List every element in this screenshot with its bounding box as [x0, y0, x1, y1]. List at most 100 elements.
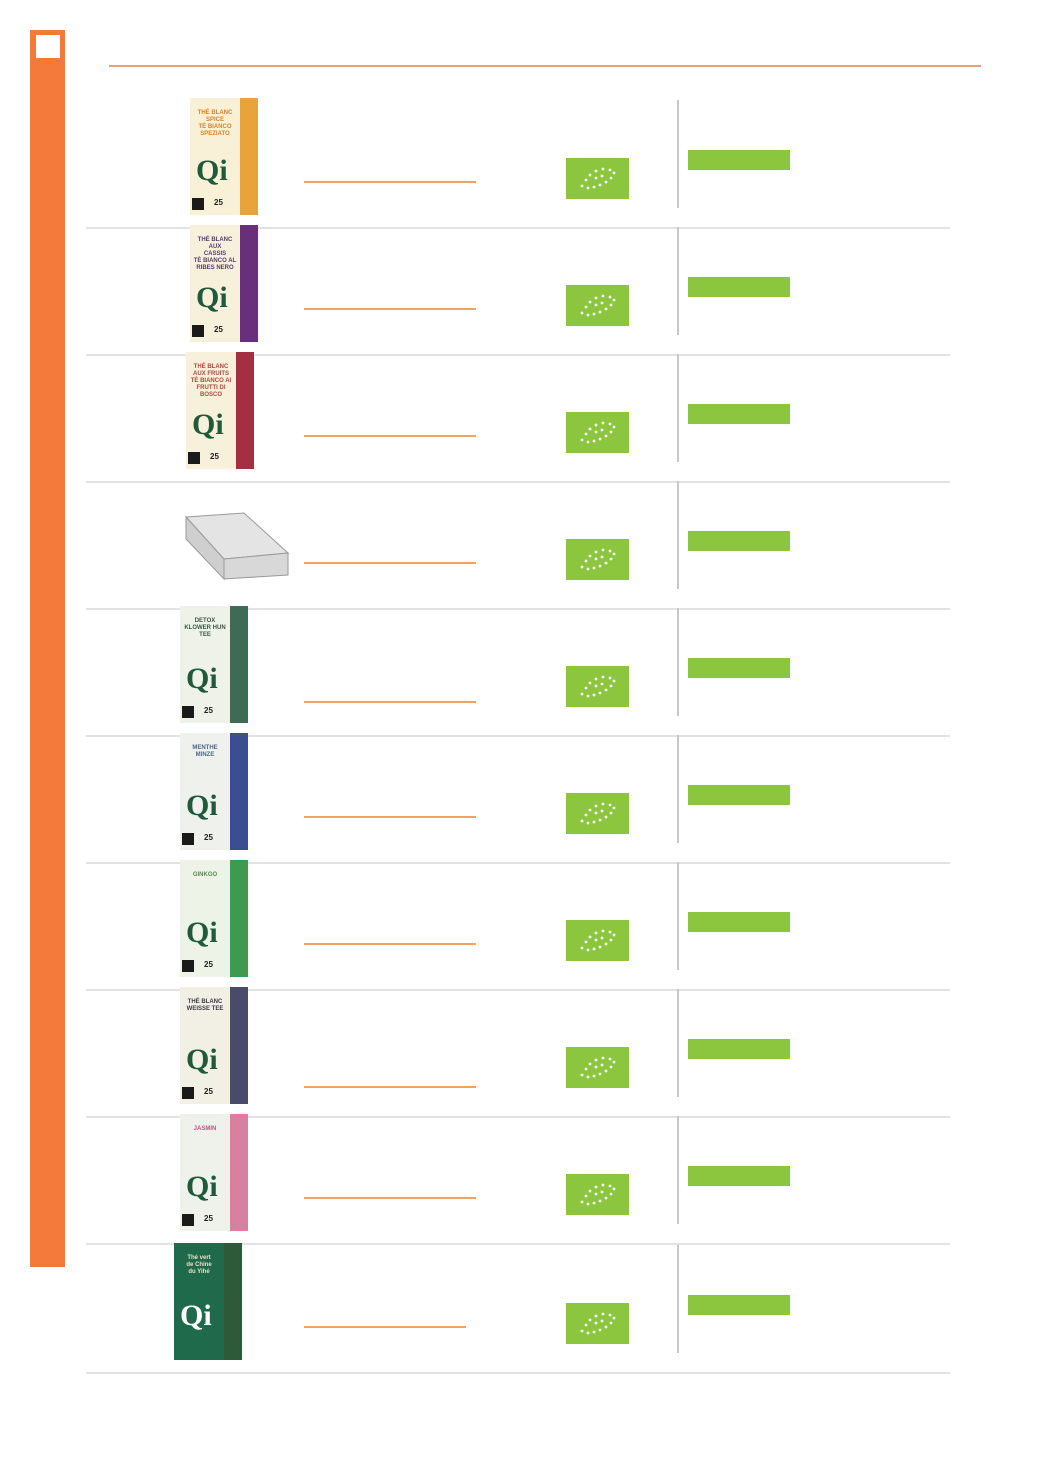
- fairtrade-icon: [192, 198, 204, 210]
- package-title-line: AUX FRUITS: [193, 371, 229, 377]
- package-title-line: SPEZIATO: [200, 131, 230, 137]
- green-label-bar: [688, 531, 790, 551]
- green-label-bar: [688, 277, 790, 297]
- eu-organic-leaf-icon: [566, 1303, 629, 1344]
- package-title-line: THÉ BLANC AUX: [197, 237, 233, 250]
- product-name-line: [304, 181, 476, 183]
- column-divider: [677, 608, 679, 716]
- package-title-line: DETOX: [194, 618, 216, 624]
- package-title-line: TÈ BIANCO AI: [190, 378, 232, 384]
- bag-count: 25: [204, 960, 213, 969]
- column-divider: [677, 989, 679, 1097]
- product-name-line: [304, 1326, 466, 1328]
- brand-logo-text: Qi: [196, 281, 228, 314]
- package-title-line: BOSCO: [199, 392, 222, 398]
- product-name-line: [304, 816, 476, 818]
- eu-organic-leaf-icon: [566, 158, 629, 199]
- brand-logo-text: Qi: [196, 154, 228, 187]
- package-title-line: TÈ BIANCO AL: [193, 258, 237, 264]
- green-label-bar: [688, 912, 790, 932]
- fairtrade-icon: [182, 960, 194, 972]
- package-title-line: THÉ BLANC: [187, 999, 223, 1005]
- brand-logo-text: Qi: [186, 789, 218, 822]
- product-row: GINKGO Qi 25: [86, 860, 950, 991]
- fairtrade-icon: [188, 452, 200, 464]
- package-title-line: MENTHE: [192, 745, 218, 751]
- product-name-line: [304, 701, 476, 703]
- green-label-bar: [688, 1166, 790, 1186]
- package-photo-stripe: [240, 225, 258, 342]
- product-name-line: [304, 308, 476, 310]
- package-title: JASMIN: [182, 1126, 228, 1133]
- green-label-bar: [688, 404, 790, 424]
- package-title-line: MINZE: [195, 752, 215, 758]
- green-label-bar: [688, 658, 790, 678]
- tea-package-image: GINKGO Qi 25: [180, 860, 248, 977]
- package-title-line: RIBES NERO: [196, 265, 234, 271]
- package-title-line: FRUTTI DI: [196, 385, 226, 391]
- bag-count: 25: [204, 1214, 213, 1223]
- fairtrade-icon: [182, 833, 194, 845]
- package-photo-stripe: [230, 1114, 248, 1231]
- brand-logo-text: Qi: [186, 662, 218, 695]
- product-name-line: [304, 1197, 476, 1199]
- package-photo-stripe: [224, 1243, 242, 1360]
- eu-organic-leaf-icon: [566, 666, 629, 707]
- package-title-line: JASMIN: [193, 1126, 217, 1132]
- package-title-line: de Chine: [186, 1262, 212, 1268]
- package-photo-stripe: [240, 98, 258, 215]
- eu-organic-leaf-icon: [566, 1047, 629, 1088]
- fairtrade-icon: [182, 1087, 194, 1099]
- eu-organic-leaf-icon: [566, 412, 629, 453]
- brand-logo-text: Qi: [180, 1299, 212, 1332]
- package-title-line: du Yihé: [188, 1269, 210, 1275]
- eu-organic-leaf-icon: [566, 539, 629, 580]
- package-photo-stripe: [230, 987, 248, 1104]
- eu-organic-leaf-icon: [566, 793, 629, 834]
- package-title-line: KLOWER HUN TEE: [184, 625, 226, 638]
- green-label-bar: [688, 1295, 790, 1315]
- side-accent-bar: [30, 30, 65, 1267]
- bag-count: 25: [204, 1087, 213, 1096]
- package-title-line: WEISSE TEE: [186, 1006, 224, 1012]
- brand-logo-text: Qi: [186, 916, 218, 949]
- bag-count: 25: [204, 706, 213, 715]
- eu-organic-leaf-icon: [566, 1174, 629, 1215]
- green-label-bar: [688, 785, 790, 805]
- column-divider: [677, 1116, 679, 1224]
- eu-organic-leaf-icon: [566, 285, 629, 326]
- package-photo-stripe: [230, 606, 248, 723]
- brand-logo-text: Qi: [186, 1043, 218, 1076]
- package-title-line: TÈ BIANCO: [198, 124, 232, 130]
- bag-count: 25: [210, 452, 219, 461]
- column-divider: [677, 862, 679, 970]
- column-divider: [677, 735, 679, 843]
- fairtrade-icon: [192, 325, 204, 337]
- product-name-line: [304, 435, 476, 437]
- package-title-line: THÉ BLANC: [197, 110, 233, 116]
- product-row: [86, 481, 950, 610]
- package-title: GINKGO: [182, 872, 228, 879]
- bag-count: 25: [214, 325, 223, 334]
- package-title-line: CASSIS: [203, 251, 227, 257]
- fairtrade-icon: [182, 706, 194, 718]
- column-divider: [677, 227, 679, 335]
- column-divider: [677, 481, 679, 589]
